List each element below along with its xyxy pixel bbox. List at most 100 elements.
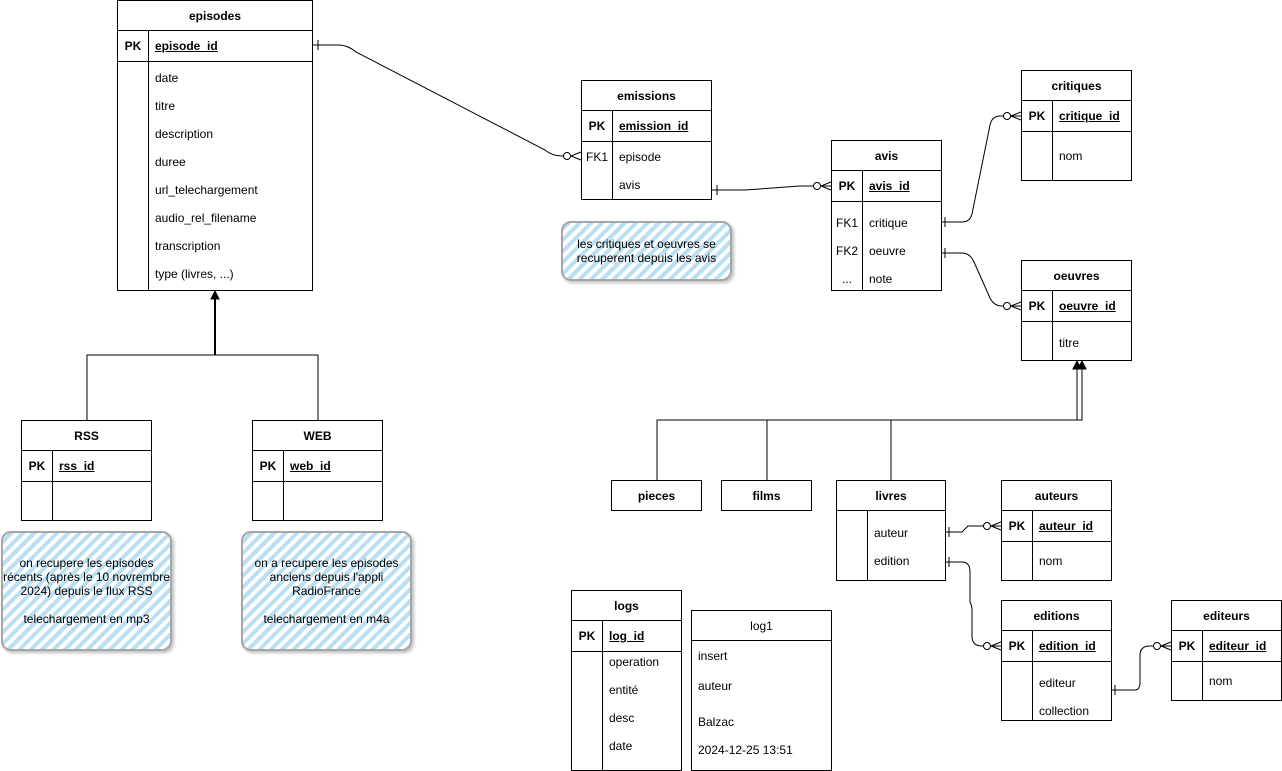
pk-field: log_id <box>609 629 645 643</box>
field-operation: operation <box>609 655 660 669</box>
table-web[interactable]: WEB PK web_id <box>252 420 383 521</box>
field-url-telechargement: url_telechargement <box>155 183 258 197</box>
table-pieces[interactable]: pieces <box>611 480 702 511</box>
table-title: oeuvres <box>1022 261 1131 291</box>
field-date: date <box>155 71 179 85</box>
edge-avis-critiques <box>942 115 1021 223</box>
table-films[interactable]: films <box>721 480 812 511</box>
note-text: les critiques et oeuvres se recuperent d… <box>576 237 717 265</box>
pk-field: auteur_id <box>1039 519 1094 533</box>
pk-field: editeur_id <box>1209 639 1267 653</box>
table-episodes[interactable]: episodes PK episode_id date titre descri… <box>117 0 313 291</box>
pk-label: PK <box>124 39 142 53</box>
field-collection: collection <box>1039 704 1090 718</box>
field-editeur: editeur <box>1039 676 1076 690</box>
field-avis: avis <box>619 178 641 192</box>
note-text: on recupere les episodes récents (après … <box>3 556 170 626</box>
pk-label: PK <box>28 459 46 473</box>
edge-episodes-emissions <box>313 44 571 157</box>
pk-label: PK <box>1008 639 1026 653</box>
pk-row: PK log_id <box>572 621 681 652</box>
table-title: critiques <box>1022 71 1131 101</box>
table-title: episodes <box>118 1 312 31</box>
pk-row: PK avis_id <box>832 171 941 202</box>
field-note: note <box>869 272 893 286</box>
edge-livres-oeuvres <box>890 361 1083 480</box>
pk-label: PK <box>1028 299 1046 313</box>
field-titre: titre <box>1059 336 1080 350</box>
fk-label: FK1 <box>835 216 858 230</box>
note-web: on a recupere les episodes anciens depui… <box>241 531 412 651</box>
pk-label: PK <box>1178 639 1196 653</box>
table-auteurs[interactable]: auteurs PK auteur_id nom <box>1001 480 1112 581</box>
table-title: WEB <box>253 421 382 451</box>
fk-label: FK1 <box>585 150 608 164</box>
pk-field: avis_id <box>869 179 910 193</box>
table-editions[interactable]: editions PK edition_id editeur collectio… <box>1001 600 1112 721</box>
table-emissions[interactable]: emissions PK emission_id FK1 episode avi… <box>581 80 712 200</box>
pk-label: PK <box>838 179 856 193</box>
field-audio-rel-filename: audio_rel_filename <box>155 211 257 225</box>
pk-label: PK <box>1008 519 1026 533</box>
field-edition: edition <box>874 554 910 568</box>
table-editeurs[interactable]: editeurs PK editeur_id nom <box>1171 600 1282 701</box>
field-date: date <box>609 739 633 753</box>
field-episode: episode <box>619 150 662 164</box>
log-value-desc: Balzac <box>698 715 735 729</box>
pk-row: PK emission_id <box>582 111 711 142</box>
field-nom: nom <box>1059 149 1083 163</box>
table-title: RSS <box>22 421 151 451</box>
field-description: description <box>155 127 214 141</box>
note-text: on a recupere les episodes anciens depui… <box>254 556 399 626</box>
field-nom: nom <box>1209 674 1233 688</box>
field-auteur: auteur <box>874 526 909 540</box>
edge-pieces-oeuvres <box>656 361 1078 480</box>
pk-field: critique_id <box>1059 109 1120 123</box>
table-title: films <box>752 488 781 503</box>
table-title: editeurs <box>1172 601 1281 631</box>
table-title: livres <box>837 481 945 511</box>
edge-avis-oeuvres <box>942 252 1021 307</box>
pk-field: oeuvre_id <box>1059 299 1116 313</box>
field-duree: duree <box>155 155 186 169</box>
field-oeuvre: oeuvre <box>869 244 906 258</box>
table-livres[interactable]: livres auteur edition <box>836 480 946 581</box>
table-title: avis <box>832 141 941 171</box>
pk-field: emission_id <box>619 119 689 133</box>
table-title: editions <box>1002 601 1111 631</box>
table-avis[interactable]: avis PK avis_id FK1 critique FK2 oeuvre … <box>831 140 942 291</box>
pk-row: PK episode_id <box>118 31 312 62</box>
pk-row: PK critique_id <box>1022 101 1131 132</box>
field-type: type (livres, ...) <box>155 267 234 281</box>
field-nom: nom <box>1039 554 1063 568</box>
note-rss: on recupere les episodes récents (après … <box>1 531 172 651</box>
field-critique: critique <box>869 216 908 230</box>
fk-label: ... <box>841 272 852 286</box>
table-logs[interactable]: logs PK log_id operation entité desc dat… <box>571 590 682 771</box>
table-title: log1 <box>692 611 831 641</box>
pk-field: episode_id <box>155 39 218 53</box>
pk-row: PK oeuvre_id <box>1022 291 1131 322</box>
table-title: pieces <box>637 488 676 503</box>
table-rss[interactable]: RSS PK rss_id <box>21 420 152 521</box>
pk-field: edition_id <box>1039 639 1096 653</box>
edge-livres-editions <box>946 561 1001 647</box>
table-log1[interactable]: log1 insert auteur Balzac 2024-12-25 13:… <box>691 610 832 771</box>
pk-label: PK <box>588 119 606 133</box>
pk-label: PK <box>578 629 596 643</box>
table-title: logs <box>572 591 681 621</box>
pk-row: PK editeur_id <box>1172 631 1281 662</box>
table-oeuvres[interactable]: oeuvres PK oeuvre_id titre <box>1021 260 1132 361</box>
table-critiques[interactable]: critiques PK critique_id nom <box>1021 70 1132 181</box>
fk-label: FK2 <box>835 244 858 258</box>
edge-editions-editeurs <box>1112 645 1171 691</box>
edge-rss-episodes <box>86 291 216 420</box>
edge-web-episodes <box>215 354 319 420</box>
pk-row: PK rss_id <box>22 451 151 482</box>
pk-row: PK web_id <box>253 451 382 482</box>
table-title: auteurs <box>1002 481 1111 511</box>
table-title: emissions <box>582 81 711 111</box>
pk-label: PK <box>1028 109 1046 123</box>
note-avis: les critiques et oeuvres se recuperent d… <box>561 221 732 281</box>
